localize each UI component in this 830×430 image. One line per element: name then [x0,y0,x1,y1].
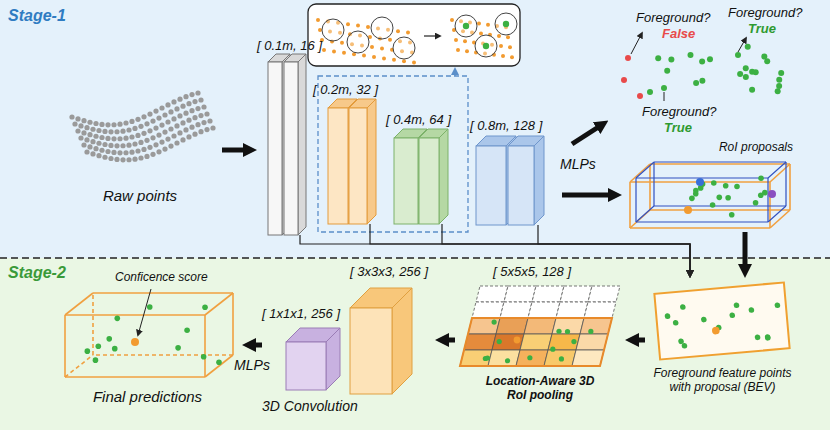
roi-pooling-grid: [ 5x5x5, 128 ] Location-Aware 3D RoI pool… [455,262,625,410]
flow-arrow [743,232,748,268]
node-text: [ 0.8m, 128 ] [470,118,542,134]
stage-band-ground [0,258,830,430]
annotation-label: Foreground? [636,10,710,26]
node-text: [ 5x5x5, 128 ] [493,264,571,280]
annotation-label: Foreground? [728,5,802,21]
conv-block: [ 3x3x3, 256 ] [340,264,435,394]
set-abstraction-inset [308,4,520,66]
stage-band-ground [0,0,830,258]
stage-band: Raw points [ 0.1m, 16 ] [ 0.2m, 32 ] [ 0.4m… [0,0,830,258]
node-text: [ 0.2m, 32 ] [313,82,378,98]
edge-label: MLPs [234,357,270,374]
node-text: Location-Aware 3D RoI pooling [480,374,600,403]
annotation-label: True [748,21,776,37]
node-text: Foreground feature points with proposal … [645,366,800,395]
annotation-label: MLPs [560,156,596,173]
node-text: [ 1x1x1, 256 ] [262,306,340,322]
dashed-group-box [318,76,468,232]
encoder-block: [ 0.4m, 64 ] [386,112,464,224]
encoder-block: [ 0.8m, 128 ] [470,118,562,225]
encoder-block-drawing [257,38,329,235]
conv-block: [ 1x1x1, 256 ] [262,306,352,390]
stage-band: Foreground feature points with proposal … [0,258,830,430]
encoder-block-drawing [313,82,393,224]
dashed-pointer [454,71,455,76]
encoder-block: [ 0.2m, 32 ] [313,82,393,224]
flow-arrow [445,338,455,343]
encoder-block-drawing [386,112,464,224]
node-text: [ 0.4m, 64 ] [386,112,451,128]
flow-arrow [222,148,247,153]
node-text: Conficence score [115,270,208,284]
node-text: [ 3x3x3, 256 ] [350,264,428,280]
node-text: Stage-2 [8,263,66,282]
foreground-bev-box: Foreground feature points with proposal … [645,278,802,413]
point-cloud: Raw points [60,95,222,220]
mlp-arrow [572,126,600,144]
prediction-box: Conficence scoreFinal predictions [55,270,242,415]
flow-arrow [562,193,612,198]
node-text: RoI proposals [719,140,793,154]
node-text: Raw points [60,187,220,205]
flow-arrow [635,338,645,343]
node-text: [ 0.1m, 16 ] [257,38,322,54]
encoder-block-drawing [470,118,562,225]
annotation-label: Foreground? [642,104,716,120]
annotation-label: 3D Convolution [262,398,358,415]
conv-block-drawing [340,264,435,394]
node-text: Final predictions [55,388,240,406]
point-illustration [316,13,784,101]
annotation-label: False [662,26,695,42]
flow-arrow [252,343,262,348]
stage-separator [0,257,830,259]
encoder-block: [ 0.1m, 16 ] [257,38,329,235]
node-text: Stage-1 [8,6,66,25]
roi-proposal-box: RoI proposals [622,140,797,232]
annotation-label: True [664,120,692,136]
